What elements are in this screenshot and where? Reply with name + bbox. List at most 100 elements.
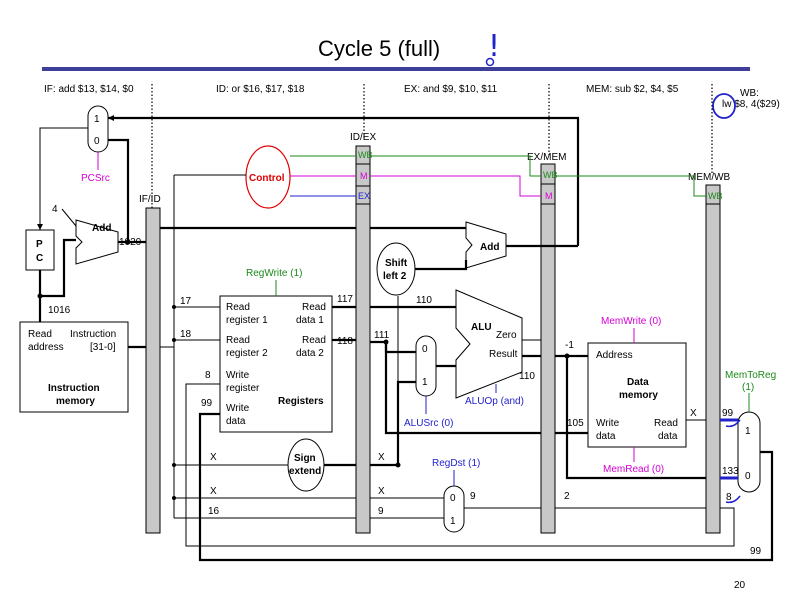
pcsrc-mux-1: 1	[94, 114, 100, 125]
ifid-label: IF/ID	[139, 194, 161, 205]
alusrc-label: ALUSrc (0)	[404, 418, 453, 429]
memwb-label: MEM/WB	[688, 172, 731, 183]
regdst-label: RegDst (1)	[432, 458, 480, 469]
pc-label-p: P	[36, 239, 43, 250]
annotation-circle	[485, 57, 495, 67]
wb-annotation-circle	[712, 93, 736, 119]
reg-read-reg2-a: Read	[226, 335, 250, 346]
reg-read-data2-b: data 2	[296, 348, 324, 359]
sign-extend-l2: extend	[289, 466, 321, 477]
stage-ex: EX: and $9, $10, $11	[404, 84, 498, 95]
data-memory	[587, 342, 687, 448]
val-alu-out: 110	[519, 371, 535, 382]
exmem-register	[540, 163, 556, 534]
memwrite-label: MemWrite (0)	[601, 316, 661, 327]
dmem-write-b: data	[596, 431, 616, 442]
imem-title-2: memory	[56, 396, 95, 407]
memwb-register	[705, 184, 721, 534]
pcsrc-label: PCSrc	[81, 173, 110, 184]
alu-zero: Zero	[496, 330, 517, 341]
sign-extend-l1: Sign	[294, 453, 316, 464]
reg-read-reg2-b: register 2	[226, 348, 268, 359]
reg-read-data2-a: Read	[302, 335, 326, 346]
reg-write-data-b: data	[226, 416, 246, 427]
wire-mux-to-pc	[39, 127, 88, 230]
stage-separators	[151, 84, 713, 210]
val-exmem-alu: -1	[565, 340, 574, 351]
memtoreg-label-2: (1)	[742, 382, 754, 393]
aluop-label: ALUOp (and)	[465, 396, 524, 407]
dmem-title-2: memory	[619, 390, 658, 401]
sign-extend	[287, 438, 325, 492]
shift-l2: left 2	[383, 271, 407, 282]
stage-id: ID: or $16, $17, $18	[216, 84, 305, 95]
regwrite-label: RegWrite (1)	[246, 268, 303, 279]
alusrc-mux-0: 0	[422, 344, 428, 355]
alu-result: Result	[489, 349, 518, 360]
val-rt: 18	[180, 329, 192, 340]
val-wb-final: 99	[750, 546, 762, 557]
imem-instruction: Instruction	[70, 329, 116, 340]
idex-ex-field: EX	[358, 191, 370, 201]
val-memwb-dst: 8	[726, 492, 732, 503]
dmem-title-1: Data	[627, 377, 649, 388]
exmem-m-field: M	[545, 191, 553, 201]
dmem-write-a: Write	[596, 418, 620, 429]
stage-if: IF: add $13, $14, $0	[44, 84, 134, 95]
registers-title: Registers	[278, 396, 324, 407]
val-rs: 17	[180, 296, 192, 307]
val-dst-ex: 9	[470, 491, 476, 502]
reg-read-reg1-b: register 1	[226, 315, 268, 326]
reg-read-data1-a: Read	[302, 302, 326, 313]
pc-value: 1016	[48, 305, 71, 316]
alu	[455, 289, 523, 399]
memtoreg-mux-0: 0	[745, 471, 751, 482]
instruction-memory	[19, 321, 129, 413]
val-rd1: 117	[337, 294, 353, 305]
stage-mem: MEM: sub $2, $4, $5	[586, 84, 679, 95]
val-write-data: 99	[201, 398, 213, 409]
memtoreg-label-1: MemToReg	[725, 370, 776, 381]
val-rt-id: X	[210, 486, 217, 497]
val-write-reg: 8	[205, 370, 211, 381]
const-four: 4	[52, 204, 58, 215]
pcsrc-mux-0: 0	[94, 136, 100, 147]
ifid-register	[145, 207, 161, 534]
regdst-mux-1: 1	[450, 516, 456, 527]
val-idex-a: 110	[416, 295, 432, 306]
shift-l1: Shift	[385, 258, 408, 269]
regdst-mux-0: 0	[450, 493, 456, 504]
branch-adder-label: Add	[480, 242, 499, 253]
dmem-address: Address	[596, 350, 633, 361]
dmem-read-a: Read	[654, 418, 678, 429]
idex-label: ID/EX	[350, 132, 376, 143]
annotation-mark: !	[488, 29, 500, 64]
memtoreg-mux-1: 1	[745, 426, 751, 437]
val-dmem-out: X	[690, 408, 697, 419]
pc-adder-label: Add	[92, 223, 111, 234]
val-memwb-alu: 133	[722, 466, 739, 477]
reg-read-reg1-a: Read	[226, 302, 250, 313]
reg-write-reg-a: Write	[226, 370, 250, 381]
exmem-wb-field: WB	[543, 170, 558, 180]
stage-wb-2: lw $8, 4($29)	[722, 99, 780, 110]
memread-label: MemRead (0)	[603, 464, 664, 475]
val-dst-mem: 2	[564, 491, 570, 502]
imem-read: Read	[28, 329, 52, 340]
imem-title-1: Instruction	[48, 383, 100, 394]
dmem-read-b: data	[658, 431, 678, 442]
control-unit	[245, 145, 291, 209]
page-number: 20	[734, 580, 746, 591]
shift-left-2	[376, 242, 416, 296]
wire-branch-target	[108, 116, 580, 246]
stage-wb-1: WB:	[740, 88, 759, 99]
reg-write-reg-b: register	[226, 383, 260, 394]
val-idex-b: 111	[374, 330, 390, 341]
val-imm-id: X	[210, 452, 217, 463]
alusrc-mux-1: 1	[422, 377, 428, 388]
title-rule	[42, 67, 750, 71]
idex-wb-field: WB	[358, 150, 373, 160]
memwb-wb-field: WB	[708, 191, 723, 201]
control-label: Control	[249, 173, 285, 184]
